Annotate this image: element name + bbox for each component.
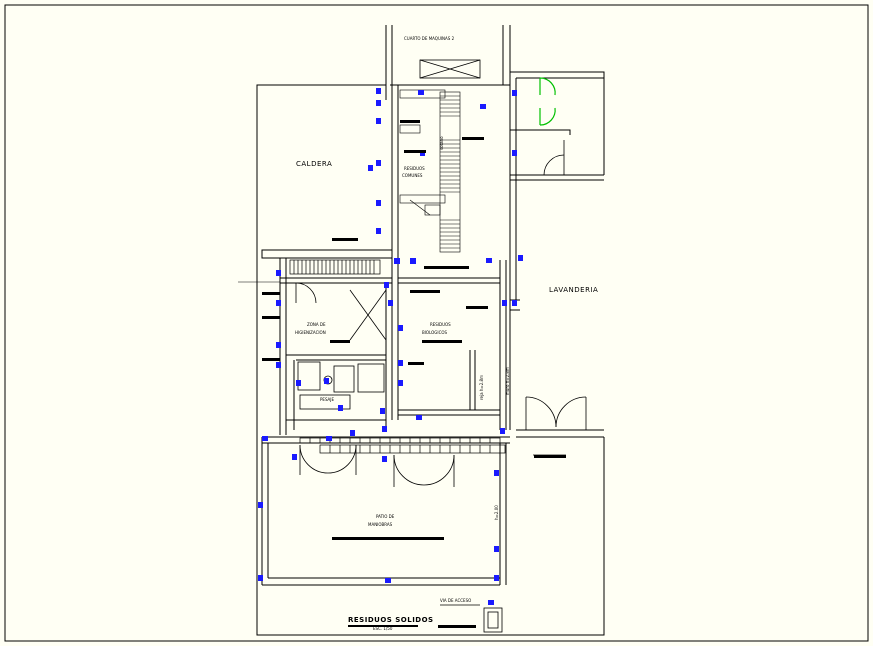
label-caldera: CALDERA: [296, 160, 332, 168]
label-residuos-biologicos-1: RESIDUOS: [430, 322, 451, 327]
bottom-fixture: [440, 604, 503, 633]
drawing-title: RESIDUOS SOLIDOS: [348, 616, 434, 624]
label-residuos-comunes-1: RESIDUOS: [404, 166, 425, 171]
label-reja-height: reja h=2.8m: [479, 375, 484, 400]
drawing-frame: [4, 4, 869, 642]
label-vertical-dim: h=2.00: [494, 505, 499, 520]
label-patio-2: MANIOBRAS: [368, 522, 393, 527]
building-outline: [256, 25, 605, 636]
machine-room-equipment: [419, 59, 481, 79]
label-via-acceso: VIA DE ACCESO: [440, 598, 471, 603]
label-residuos-biologicos-2: BIOLOGICOS: [422, 330, 448, 335]
label-sotano: sotano: [439, 136, 444, 150]
label-patio-1: PATIO DE: [376, 514, 395, 519]
blue-markers: [258, 88, 523, 605]
label-residuos-comunes-2: COMUNES: [402, 173, 423, 178]
label-zona-higienizacion-1: ZONA DE: [307, 322, 326, 327]
hatched-bands: [289, 259, 506, 454]
hygiene-zone-fixtures: [297, 289, 387, 410]
label-pesaje: PESAJE: [320, 397, 334, 402]
label-cuarto-maquinas: CUARTO DE MAQUINAS 2: [404, 36, 455, 41]
stair-hatching: [399, 89, 461, 253]
annotation-bars: [262, 120, 566, 628]
label-zona-higienizacion-2: HIGIENIZACION: [295, 330, 326, 335]
label-muro-height: muro h=2.8m: [505, 367, 510, 395]
green-door-swings: [539, 77, 556, 126]
drawing-scale: ESC. 1/50: [373, 626, 393, 631]
label-lavanderia: LAVANDERIA: [549, 286, 598, 294]
